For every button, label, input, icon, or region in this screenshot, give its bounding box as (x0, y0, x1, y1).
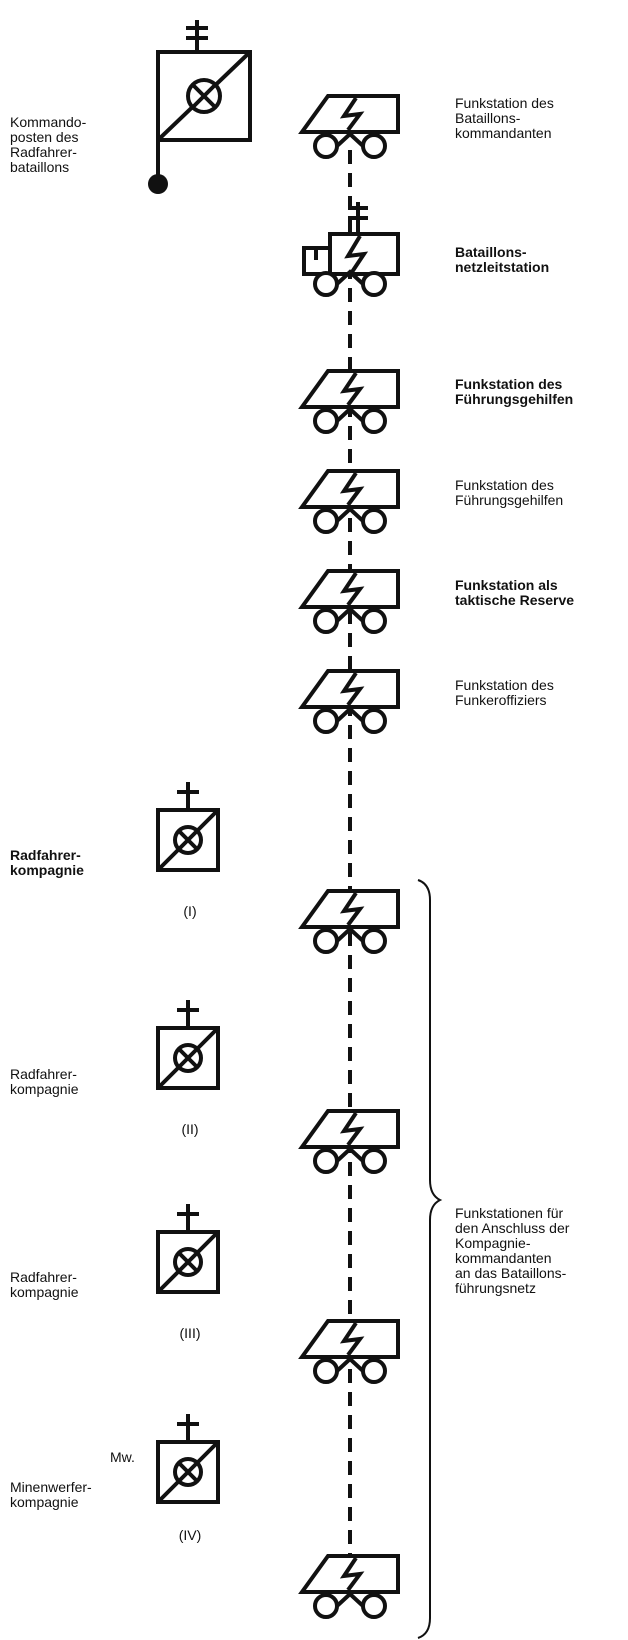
company-label: Radfahrer- kompagnie (10, 1066, 79, 1097)
station-vehicles (298, 94, 400, 1619)
company-symbol (156, 782, 220, 872)
company-symbol (156, 1204, 220, 1294)
company-symbol (156, 1000, 220, 1090)
command-post-symbol (148, 20, 252, 194)
station-label: Funkstation des Führungsgehilfen (455, 477, 564, 508)
bracket-label: Funkstationen für den Anschluss der Komp… (455, 1205, 570, 1296)
station-label: Bataillons- netzleitstation (455, 244, 550, 275)
radio-station-vehicle (298, 889, 400, 954)
station-label: Funkstation des Führungsgehilfen (455, 376, 574, 407)
company-numeral: (III) (179, 1325, 201, 1341)
radio-station-vehicle (298, 369, 400, 434)
radio-station-vehicle (298, 569, 400, 634)
radio-station-vehicle (298, 669, 400, 734)
company-prefix: Mw. (110, 1449, 135, 1465)
radio-station-vehicle (298, 469, 400, 534)
command-post-label: Kommando- posten des Radfahrer- bataillo… (10, 114, 87, 175)
company-label: Radfahrer- kompagnie (10, 847, 84, 878)
company-numeral: (II) (181, 1121, 199, 1137)
radio-station-vehicle (298, 1109, 400, 1174)
company-numeral: (I) (183, 903, 197, 919)
radio-station-vehicle (302, 202, 400, 297)
grouping-bracket (417, 879, 443, 1639)
radio-station-vehicle (298, 94, 400, 159)
company-numeral: (IV) (178, 1527, 202, 1543)
company-symbol (156, 1414, 220, 1504)
company-symbols (156, 782, 220, 1504)
radio-station-vehicle (298, 1554, 400, 1619)
station-label: Funkstation des Funkeroffiziers (455, 677, 554, 708)
company-label: Radfahrer- kompagnie (10, 1269, 79, 1300)
station-label: Funkstation des Bataillons- kommandanten (455, 95, 554, 141)
station-label: Funkstation als taktische Reserve (455, 577, 575, 608)
company-label: Minenwerfer- kompagnie (10, 1479, 92, 1510)
radio-station-vehicle (298, 1319, 400, 1384)
